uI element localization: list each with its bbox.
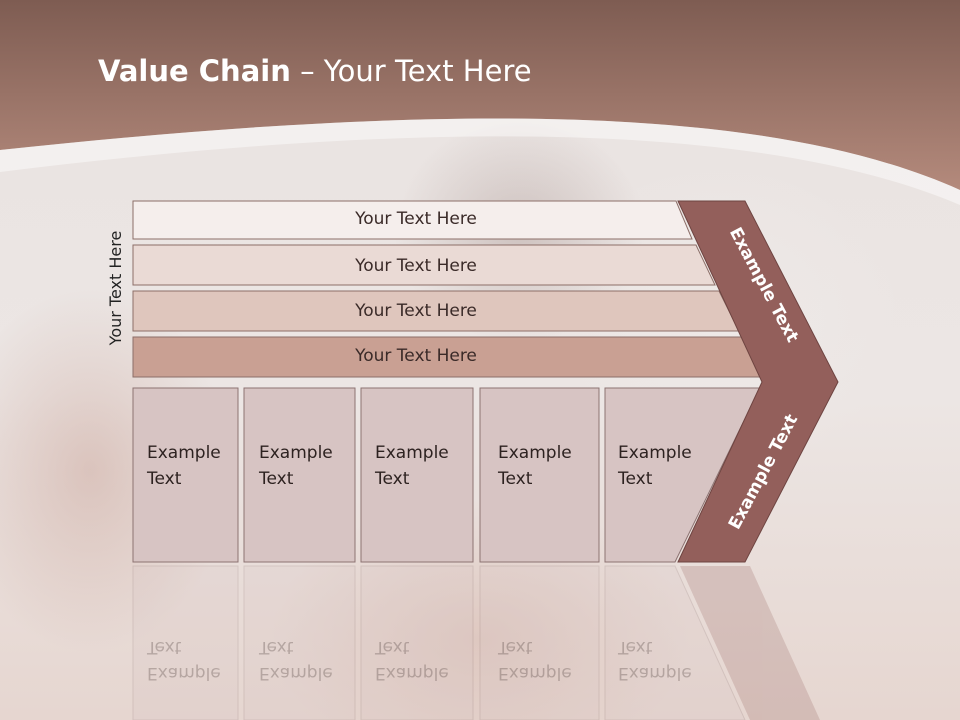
activity-reflection-5: Example Text [618,637,692,683]
row-shape-1 [132,200,693,240]
title-rest: – Your Text Here [290,54,532,88]
activity-box-1 [132,387,239,563]
row-label-3: Your Text Here [355,301,477,321]
activity-reflection-4: Example Text [498,637,572,683]
page-title: Value Chain – Your Text Here [98,54,532,88]
row-shape-2 [132,244,716,286]
activity-label-2: Example Text [259,443,333,489]
row-label-1: Your Text Here [355,209,477,229]
row-label-2: Your Text Here [355,256,477,276]
margin-chevron [677,200,839,563]
activity-box-5 [604,387,761,563]
header-arc-highlight [0,118,960,205]
activity-reflection-3: Example Text [375,637,449,683]
boxes-reflection [132,565,820,720]
activity-label-1: Example Text [147,443,221,489]
activity-box-2 [243,387,356,563]
side-label: Your Text Here [106,230,125,346]
activity-box-3 [360,387,474,563]
header-band [0,0,960,190]
row-label-4: Your Text Here [355,346,477,366]
activity-box-4 [479,387,600,563]
activity-reflection-1: Example Text [147,637,221,683]
activity-label-4: Example Text [498,443,572,489]
activity-reflection-2: Example Text [259,637,333,683]
activity-label-3: Example Text [375,443,449,489]
title-bold: Value Chain [98,54,291,88]
activity-label-5: Example Text [618,443,692,489]
